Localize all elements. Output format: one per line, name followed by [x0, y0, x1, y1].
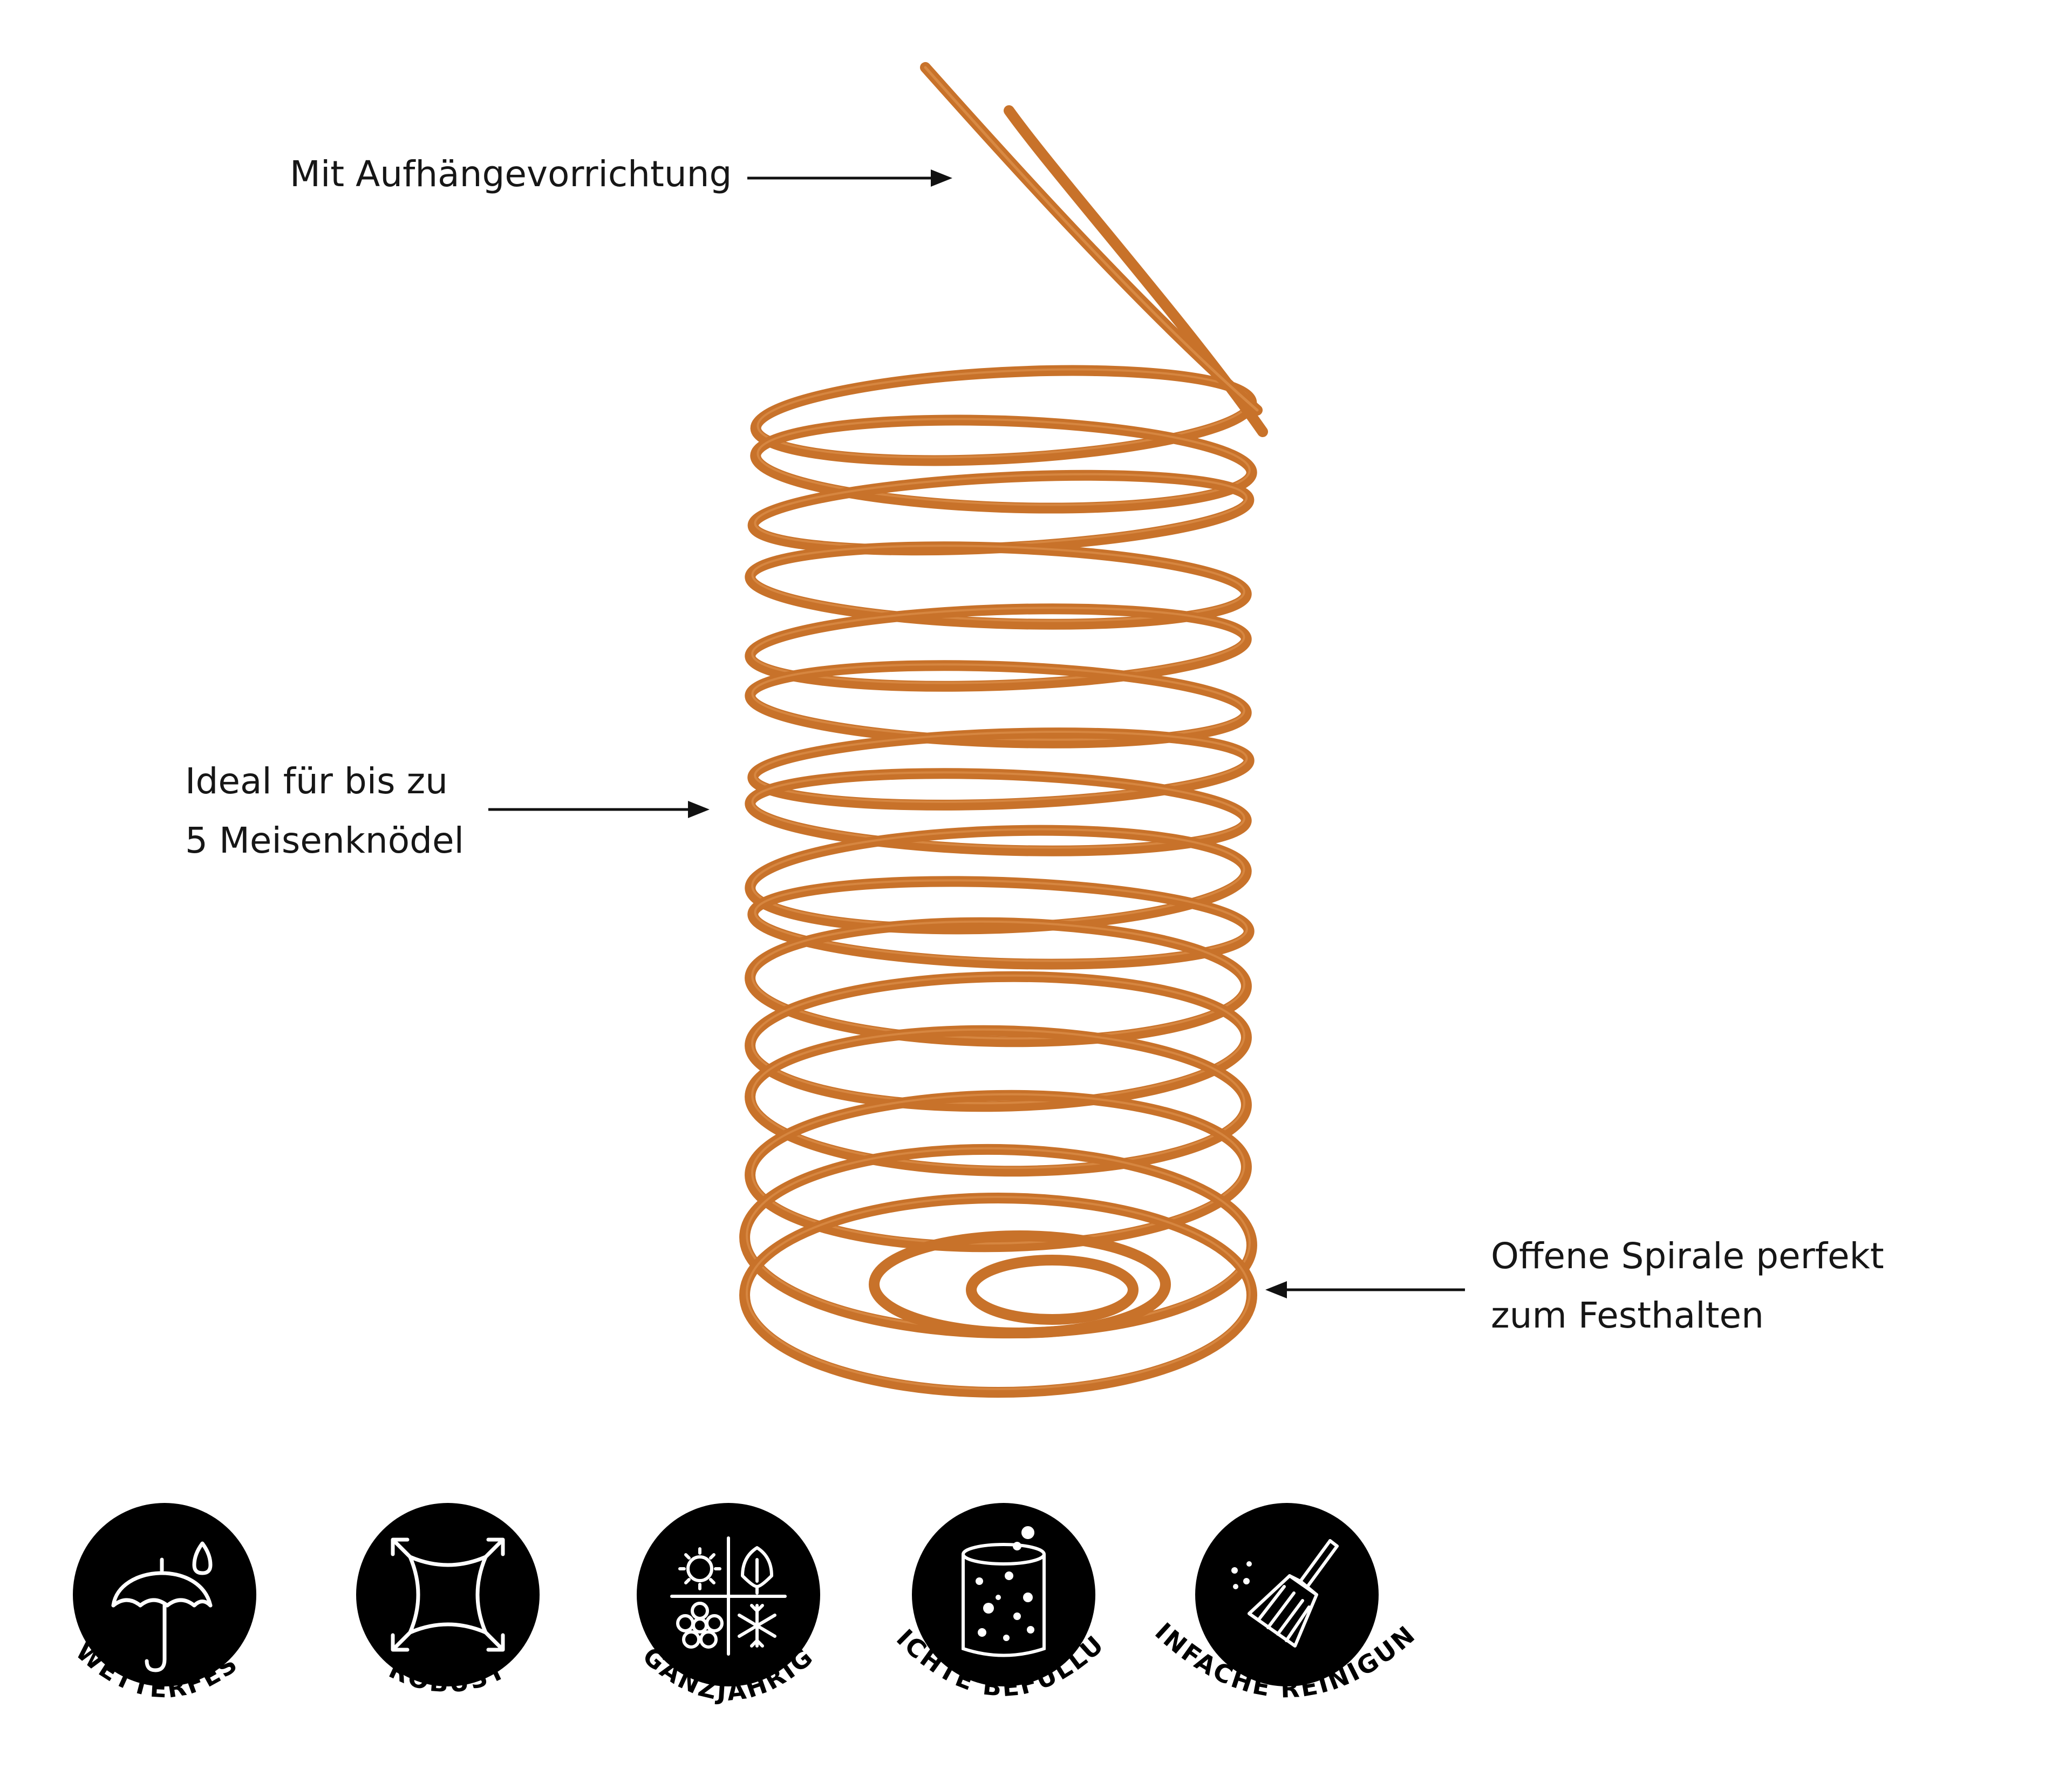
spiral-coil-highlight: [751, 545, 1245, 622]
spiral-coil: [747, 727, 1255, 811]
badge-robust: ROBUST: [356, 1503, 540, 1698]
callout-hanger: Mit Aufhängevorrichtung: [290, 145, 732, 204]
dust-dots: [1231, 1561, 1252, 1589]
callout-open-spiral-line1: Offene Spirale perfekt: [1491, 1235, 1884, 1277]
spiral-coil-highlight: [751, 974, 1245, 1105]
spiral-coil-highlight: [756, 418, 1251, 506]
callout-capacity-line1: Ideal für bis zu: [185, 760, 448, 802]
stretch-square-icon: [391, 1537, 505, 1652]
callout-hanger-text: Mit Aufhängevorrichtung: [290, 153, 732, 195]
badge-leichte-befuellung: LEICHTE BEFÜLLUNG: [863, 1500, 1108, 1702]
broom-icon: [1248, 1539, 1339, 1648]
spiral-coils: [739, 365, 1257, 1398]
filled-container-icon: [962, 1526, 1046, 1657]
four-seasons-icon: [670, 1536, 787, 1656]
spiral-coil-highlight: [751, 920, 1246, 1040]
spiral-inner-ring: [966, 1255, 1139, 1325]
badge-einfache-reinigung: EINFACHE REINIGUNG: [1139, 1500, 1420, 1703]
spiral-feeder-image: [739, 62, 1268, 1398]
arrow-to-spiral-bottom: [1265, 1281, 1465, 1298]
spiral-coil-highlight: [751, 1028, 1246, 1169]
callout-open-spiral-line2: zum Festhalten: [1491, 1295, 1764, 1336]
spiral-coil: [739, 1193, 1257, 1398]
badge-wetterfest: WETTERFEST: [54, 1500, 256, 1704]
arrow-to-spiral: [488, 801, 710, 818]
spiral-coil-highlight: [751, 1093, 1245, 1245]
spiral-coil-highlight: [746, 1196, 1251, 1390]
callout-capacity-line2: 5 Meisenknödel: [185, 820, 464, 861]
umbrella-rain-icon: [111, 1541, 213, 1672]
spiral-coil-highlight: [751, 607, 1245, 684]
arrow-to-hanger: [747, 169, 952, 187]
hanger-hook: [920, 62, 1268, 437]
callout-capacity: Ideal für bis zu 5 Meisenknödel: [185, 752, 464, 870]
spiral-coil-highlight: [754, 879, 1248, 962]
callout-open-spiral: Offene Spirale perfekt zum Festhalten: [1491, 1227, 1884, 1345]
spiral-inner-ring: [869, 1230, 1171, 1338]
container-content-dots: [976, 1571, 1034, 1641]
spiral-coil-highlight: [754, 731, 1248, 803]
spiral-coil-highlight: [751, 771, 1245, 849]
badge-ganzjaehrig: GANZJÄHRIG: [637, 1503, 820, 1706]
